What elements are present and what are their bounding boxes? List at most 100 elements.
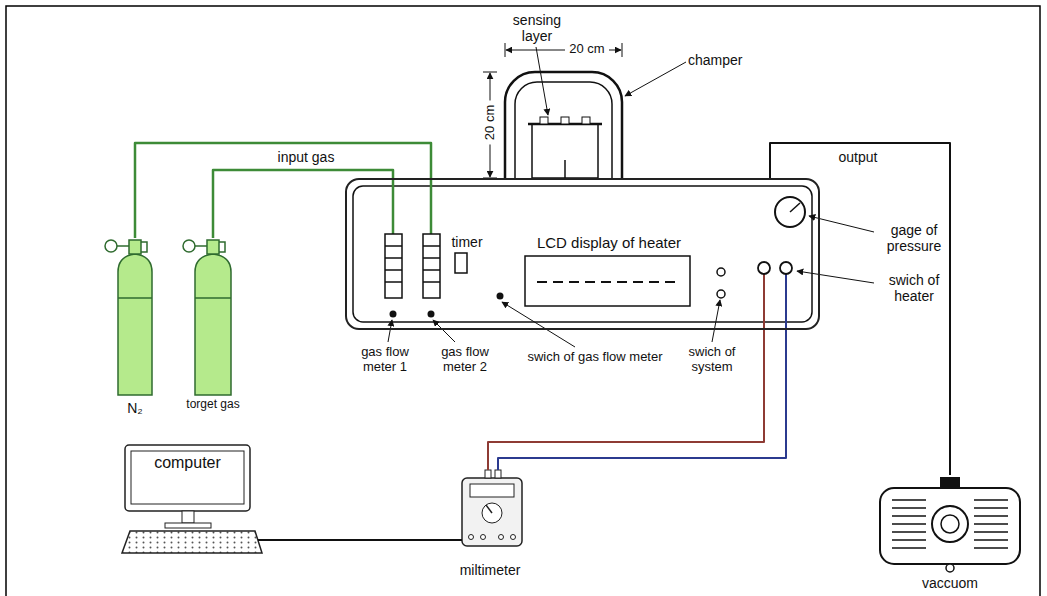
part-label: swich of heater [878,272,950,304]
pump-fan [932,506,968,542]
cylinder-body [195,254,231,395]
multimeter-body [462,478,522,546]
valve-handle [219,242,225,252]
leader-line [388,320,392,342]
electrode-pad [540,117,548,124]
leader-line [502,302,575,347]
node-text: torget gas [184,398,242,412]
monitor-stand [182,511,194,523]
data-cable [268,539,440,541]
leader-line [712,300,720,342]
cylinder-neck [129,240,141,254]
lcd-digits [537,281,675,283]
probe-socket [499,535,504,540]
flow-meter-knob [390,311,397,318]
multimeter-dial [482,503,502,523]
terminal-jack [758,262,770,274]
picture-frame [6,6,1040,596]
switch-button [717,290,725,298]
probe-wire [488,330,764,470]
computer-terminal: computer [118,440,268,560]
control-unit: timer LCD display of heater [345,178,820,330]
terminal-jack [780,262,792,274]
node-text: vaccuom [870,575,1030,591]
dimension-label: 20 cm [565,42,609,57]
lcd-display [525,256,690,306]
probe-tip [495,470,501,478]
flow-meter-tube [423,234,440,298]
node-text: LCD display of heater [517,234,701,251]
node-text: N₂ [106,400,164,416]
node-text: computer [125,454,250,472]
flow-label: input gas [266,149,346,165]
electrode-pad [561,117,569,124]
valve-handle [141,242,147,252]
electrode-pad [582,117,590,124]
multimeter: miltimeter [440,470,540,582]
gas-cylinder [105,240,231,395]
valve-pipe [116,245,129,247]
leader-line [797,271,874,283]
output-line [770,143,950,475]
probe-socket [481,535,486,540]
probe-wire [498,330,786,470]
leader-line [625,62,686,96]
gas-line [135,143,431,238]
cable [258,539,268,541]
part-label: champer [688,52,758,68]
part-label: swich of system [676,345,748,375]
gas-pipe [392,178,395,234]
flow-meter-knob [428,311,435,318]
gas-pipe [430,178,433,234]
part-label: gas flow meter 1 [350,345,420,375]
cylinder-body [118,254,152,395]
flow-meter-scale [385,246,440,282]
pump-body [880,488,1020,564]
pump-grille [892,500,1008,548]
pressure-gauge [775,197,805,227]
leader-line [536,47,548,115]
pump-fan-hub [941,515,959,533]
part-label: gage of pressure [878,222,950,254]
sensor-holder [532,124,598,178]
leader-line [433,320,455,342]
dimension-tick [622,43,623,57]
wire [763,274,765,330]
dimension-tick [505,43,506,57]
multimeter-display [470,484,514,497]
cylinder-band [195,297,231,299]
probe-tip [485,470,491,478]
holder-stem [564,160,566,178]
gas-cylinder: N₂ [106,238,164,428]
chamber-inner-outline [515,82,612,178]
dimension-label: 20 cm [483,100,498,144]
gas-cylinder: torget gas [184,238,242,428]
node-text: miltimeter [440,562,540,578]
cable [440,539,462,541]
switch-button [717,268,725,276]
part-label: sensing layer [506,12,568,44]
unit-inner-outline [353,186,812,322]
node-text: timer [440,234,494,250]
valve-pipe [194,245,207,247]
pump-foot [946,564,954,572]
switch-button [497,293,504,300]
monitor-base [165,523,211,528]
regulator-gauge [105,240,117,252]
monitor [125,445,250,511]
flow-label: output [828,149,888,165]
pump-outlet [940,477,960,488]
probe-socket [469,535,474,540]
cylinder-band [118,297,152,299]
gas-flow-meter [385,234,440,298]
part-label: swich of gas flow meter [520,350,670,365]
dimension-tick [483,72,497,73]
gas-line [213,170,393,238]
cylinder-neck [207,240,219,254]
regulator-gauge [183,240,195,252]
vacuum-pump: vaccuom [870,475,1030,594]
gauge-needle [790,203,800,212]
